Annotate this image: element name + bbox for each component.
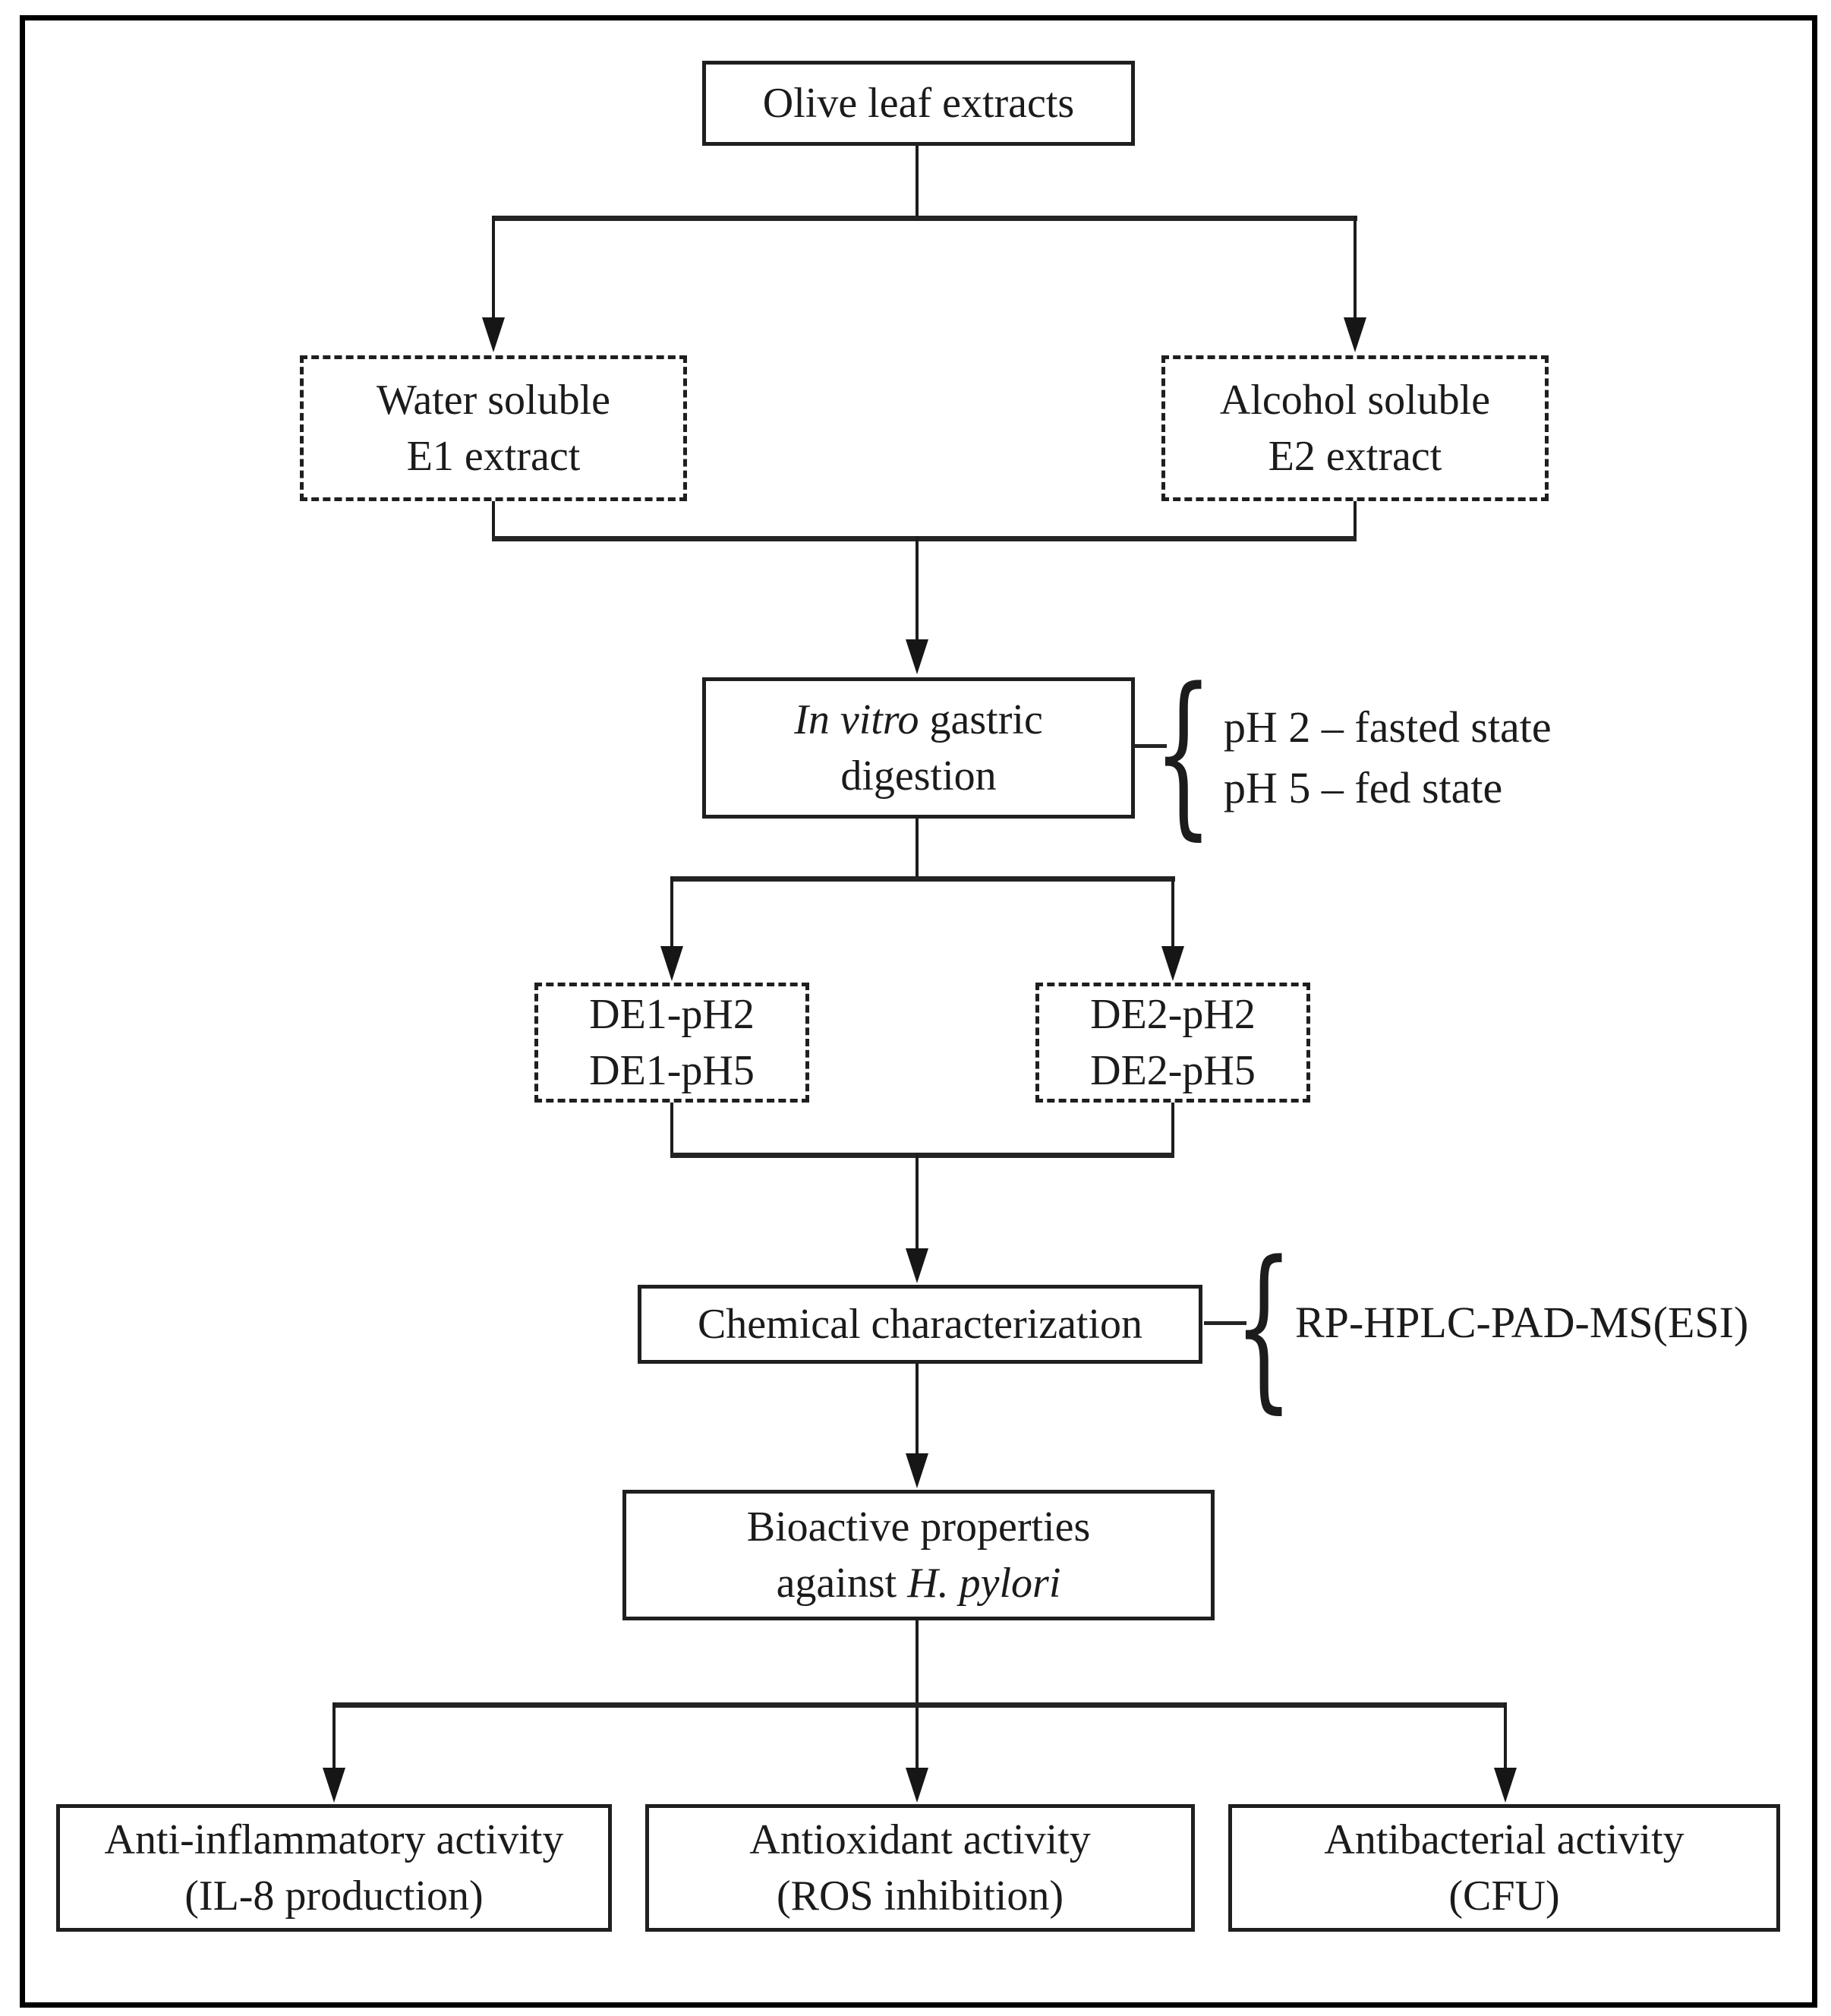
annotation-line: pH 2 – fasted state — [1224, 702, 1552, 752]
node-label-line: In vitro gastric — [794, 692, 1043, 748]
connector-chemical-stem — [916, 1364, 919, 1453]
italic-text: H. pylori — [907, 1560, 1061, 1607]
node-label-line: E1 extract — [406, 433, 581, 480]
node-label-line: Bioactive properties — [746, 1503, 1091, 1551]
arrowhead-to-de1 — [660, 946, 683, 981]
node-label-line: DE2-pH2 — [1090, 991, 1256, 1038]
node-label-line: Anti-inflammatory activity — [104, 1816, 564, 1863]
arrowhead-to-digestion — [906, 639, 928, 674]
node-label: Chemical characterization — [697, 1301, 1143, 1348]
node-chemical-characterization: Chemical characterization — [638, 1285, 1202, 1364]
node-antibacterial-activity: Antibacterial activity (CFU) — [1228, 1804, 1780, 1932]
connector-de1-down — [670, 1103, 673, 1156]
node-antioxidant-activity: Antioxidant activity (ROS inhibition) — [645, 1804, 1195, 1932]
curly-brace-icon: { — [1154, 664, 1213, 844]
arrowhead-to-de2 — [1161, 946, 1184, 981]
tick-method-brace — [1204, 1321, 1246, 1325]
plain-text: against — [776, 1560, 908, 1607]
node-label-line: digestion — [840, 752, 997, 800]
node-label-line: Alcohol soluble — [1219, 377, 1491, 424]
connector-merge2 — [670, 1153, 1174, 1158]
node-water-soluble-e1: Water soluble E1 extract — [300, 355, 687, 501]
node-anti-inflammatory-activity: Anti-inflammatory activity (IL-8 product… — [56, 1804, 612, 1932]
connector-branch3-right — [1504, 1702, 1507, 1768]
node-label-line: E2 extract — [1268, 433, 1442, 480]
annotation-ph-conditions: pH 2 – fasted state pH 5 – fed state — [1224, 697, 1552, 819]
node-label-line: DE1-pH2 — [589, 991, 755, 1038]
connector-merge1 — [492, 536, 1357, 541]
node-label: Olive leaf extracts — [762, 80, 1075, 127]
tick-ph-brace — [1133, 744, 1167, 748]
node-de2: DE2-pH2 DE2-pH5 — [1035, 983, 1310, 1103]
connector-e2-down — [1354, 501, 1357, 539]
connector-digestion-stem — [916, 819, 919, 879]
node-label-line: Antibacterial activity — [1324, 1816, 1684, 1863]
connector-branch3-left — [332, 1702, 336, 1768]
connector-branch2 — [670, 876, 1175, 882]
node-de1: DE1-pH2 DE1-pH5 — [534, 983, 809, 1103]
connector-branch1 — [492, 216, 1357, 221]
node-olive-leaf-extracts: Olive leaf extracts — [702, 61, 1135, 146]
connector-branch3-center — [916, 1708, 919, 1768]
node-label-line: Water soluble — [376, 377, 611, 424]
plain-text: gastric — [919, 696, 1043, 743]
italic-text: In vitro — [794, 696, 919, 743]
connector-e1-down — [492, 501, 495, 539]
node-label-line: against H. pylori — [777, 1555, 1061, 1611]
arrowhead-to-e1 — [482, 317, 505, 352]
connector-de2-down — [1171, 1103, 1174, 1156]
arrowhead-to-bioactive — [906, 1453, 928, 1488]
connector-branch2-left — [670, 876, 673, 946]
connector-bioactive-stem — [916, 1620, 919, 1705]
node-gastric-digestion: In vitro gastric digestion — [702, 677, 1135, 819]
node-label-line: (ROS inhibition) — [776, 1872, 1064, 1920]
connector-branch2-right — [1171, 876, 1174, 946]
node-label-line: DE2-pH5 — [1090, 1047, 1256, 1094]
node-label-line: DE1-pH5 — [589, 1047, 755, 1094]
node-bioactive-properties: Bioactive properties against H. pylori — [622, 1490, 1215, 1620]
curly-brace-icon: { — [1234, 1239, 1294, 1416]
connector-branch1-right — [1354, 216, 1357, 317]
arrowhead-to-chemical — [906, 1248, 928, 1283]
outer-border — [20, 15, 1817, 2008]
node-label-line: Antioxidant activity — [749, 1816, 1091, 1863]
arrowhead-to-e2 — [1344, 317, 1366, 352]
connector-merge1-stem — [916, 536, 919, 639]
arrowhead-to-anti-inflammatory — [323, 1768, 345, 1803]
node-alcohol-soluble-e2: Alcohol soluble E2 extract — [1161, 355, 1549, 501]
connector-olive-stem — [916, 146, 919, 219]
node-label-line: (IL-8 production) — [184, 1872, 484, 1920]
connector-merge2-stem — [916, 1153, 919, 1248]
arrowhead-to-antioxidant — [906, 1768, 928, 1803]
connector-branch3 — [332, 1702, 1507, 1708]
arrowhead-to-antibacterial — [1494, 1768, 1517, 1803]
brace-glyph: { — [1234, 1225, 1294, 1430]
annotation-method: RP-HPLC-PAD-MS(ESI) — [1295, 1298, 1749, 1347]
annotation-line: pH 5 – fed state — [1224, 763, 1503, 812]
connector-branch1-left — [492, 216, 495, 317]
node-label-line: (CFU) — [1448, 1872, 1560, 1920]
brace-glyph: { — [1153, 651, 1214, 857]
